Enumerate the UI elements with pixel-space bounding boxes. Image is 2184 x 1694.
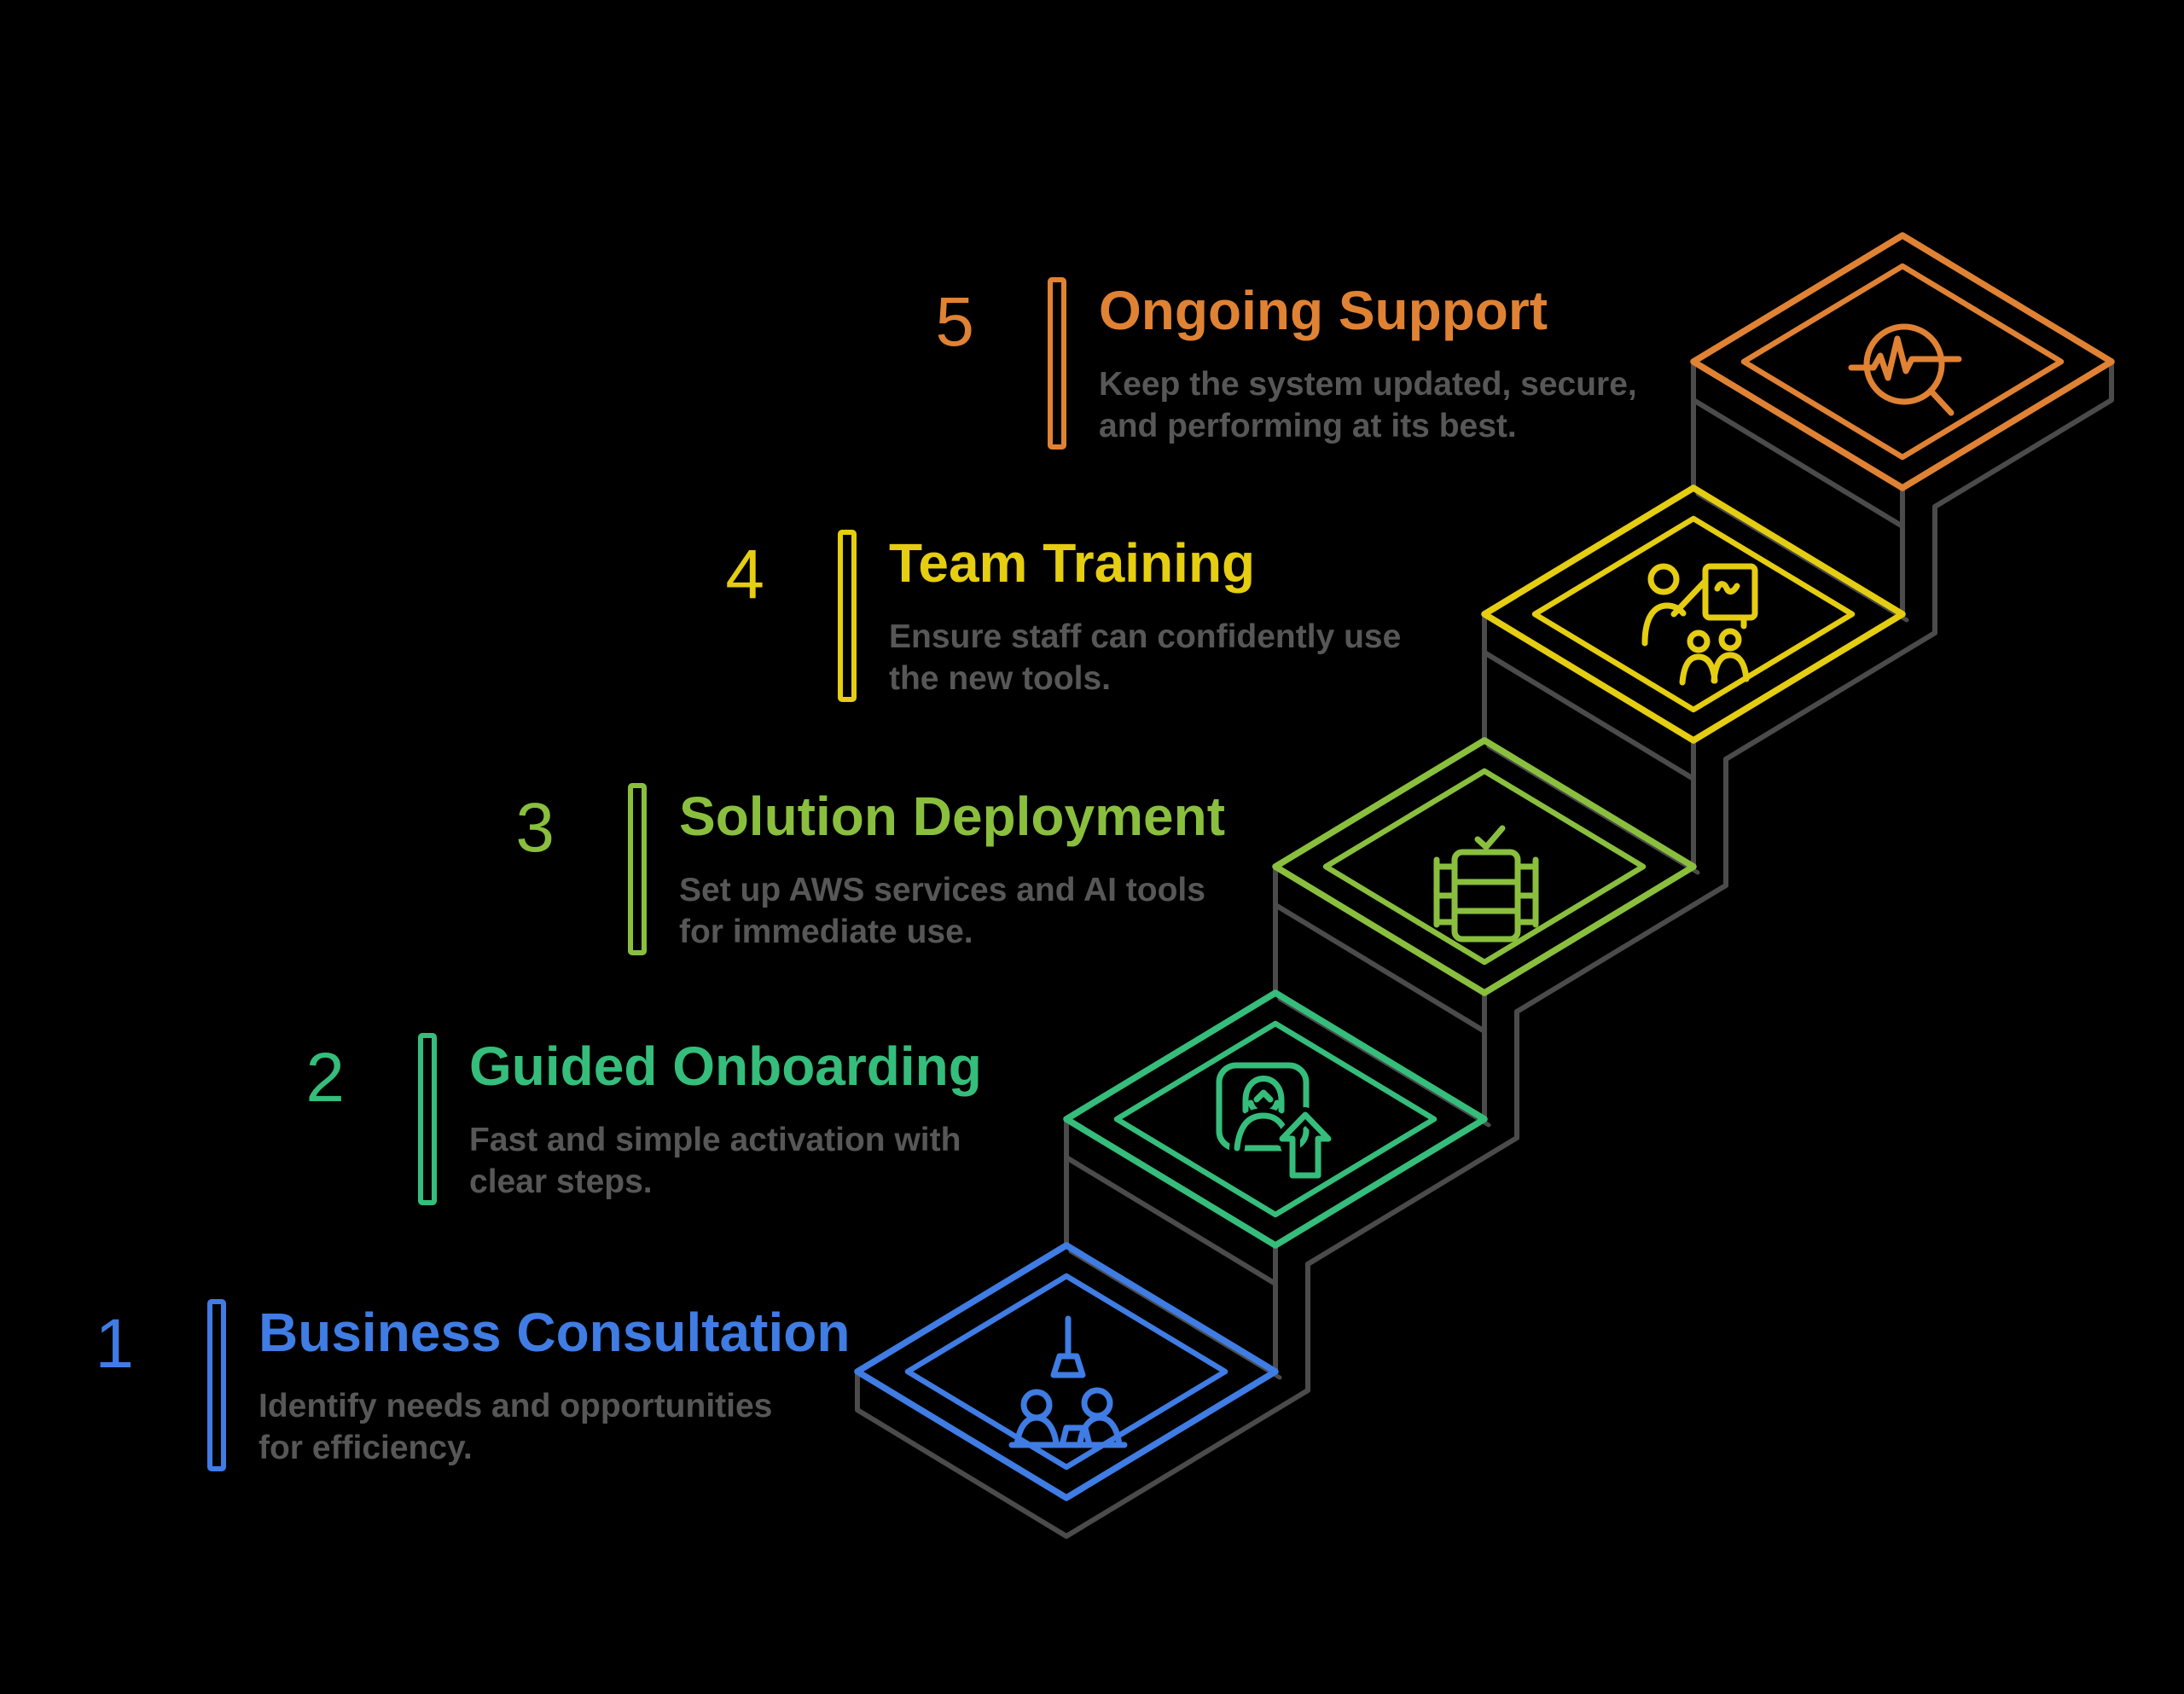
tile-rim-line bbox=[1273, 902, 1487, 1034]
outer-diamond bbox=[1272, 737, 1697, 996]
tile-rim-line bbox=[1305, 1135, 1519, 1267]
step-2-description: Fast and simple activation with clear st… bbox=[469, 1119, 961, 1203]
step-4-text-block: 4 Team Training Ensure staff can confide… bbox=[653, 530, 1421, 751]
tile-rim-line bbox=[1482, 650, 1696, 781]
tile-rim-line bbox=[1514, 883, 1728, 1014]
server-deployment-icon bbox=[1433, 825, 1539, 943]
tile-rim-line bbox=[1932, 359, 2114, 509]
inner-diamond bbox=[1740, 263, 2065, 461]
outer-diamond bbox=[1063, 989, 1488, 1249]
step-2-accent-bar bbox=[418, 1033, 437, 1205]
step-2-text-block: 2 Guided Onboarding Fast and simple acti… bbox=[234, 1033, 1002, 1255]
description-line: Set up AWS services and AI tools bbox=[679, 872, 1205, 908]
step-4-title: Team Training bbox=[889, 532, 1256, 594]
step-1-description: Identify needs and opportunities for eff… bbox=[258, 1385, 772, 1469]
step-5-text-block: 5 Ongoing Support Keep the system update… bbox=[863, 277, 1637, 499]
user-onboarding-icon bbox=[1216, 1062, 1336, 1183]
inner-diamond bbox=[904, 1273, 1228, 1471]
step-3-title: Solution Deployment bbox=[679, 786, 1225, 847]
tile-rim-line bbox=[1723, 630, 1937, 762]
outer-diamond bbox=[1690, 232, 2115, 491]
step-4-accent-bar bbox=[838, 530, 857, 702]
step-3-description: Set up AWS services and AI tools for imm… bbox=[679, 869, 1205, 953]
description-line: Ensure staff can confidently use bbox=[889, 618, 1402, 655]
step-1-text-block: 1 Business Consultation Identify needs a… bbox=[23, 1299, 850, 1521]
tile-rim-line bbox=[1064, 1155, 1278, 1286]
step-4-tile bbox=[1481, 484, 1937, 888]
monitoring-magnifier-icon bbox=[1848, 323, 1962, 416]
step-3-accent-bar bbox=[628, 783, 647, 955]
team-training-icon bbox=[1641, 563, 1758, 686]
step-3-tile bbox=[1272, 737, 1728, 1140]
step-1-accent-bar bbox=[207, 1299, 226, 1471]
step-4-number: 4 bbox=[725, 536, 764, 613]
step-3-text-block: 3 Solution Deployment Set up AWS service… bbox=[444, 783, 1225, 1005]
step-2-tile bbox=[1063, 989, 1519, 1393]
step-1-tile bbox=[854, 1242, 1310, 1539]
step-1-number: 1 bbox=[95, 1305, 134, 1383]
outer-diamond bbox=[854, 1242, 1279, 1501]
step-2-number: 2 bbox=[305, 1039, 345, 1117]
step-5-accent-bar bbox=[1048, 277, 1066, 450]
inner-diamond bbox=[1322, 768, 1647, 966]
description-line: for immediate use. bbox=[679, 914, 973, 950]
inner-diamond bbox=[1113, 1020, 1438, 1218]
step-4-description: Ensure staff can confidently use the new… bbox=[889, 616, 1401, 699]
description-line: Identify needs and opportunities bbox=[258, 1388, 773, 1424]
step-5-tile bbox=[1690, 232, 2115, 635]
description-line: for efficiency. bbox=[258, 1430, 473, 1466]
description-line: the new tools. bbox=[889, 660, 1112, 697]
consultation-icon bbox=[1008, 1315, 1128, 1448]
inner-diamond bbox=[1531, 515, 1856, 713]
tile-rim-line bbox=[1691, 397, 1905, 529]
tile-rim-line bbox=[855, 1369, 1310, 1539]
step-1-title: Business Consultation bbox=[258, 1302, 851, 1363]
step-5-description: Keep the system updated, secure, and per… bbox=[1099, 363, 1637, 447]
description-line: Keep the system updated, secure, bbox=[1099, 366, 1637, 403]
description-line: clear steps. bbox=[469, 1163, 653, 1200]
outer-diamond bbox=[1481, 484, 1906, 744]
step-3-number: 3 bbox=[515, 789, 555, 867]
step-2-title: Guided Onboarding bbox=[469, 1036, 982, 1097]
description-line: and performing at its best. bbox=[1099, 408, 1517, 444]
step-5-title: Ongoing Support bbox=[1099, 280, 1548, 341]
step-5-number: 5 bbox=[935, 283, 974, 361]
description-line: Fast and simple activation with bbox=[469, 1122, 961, 1158]
